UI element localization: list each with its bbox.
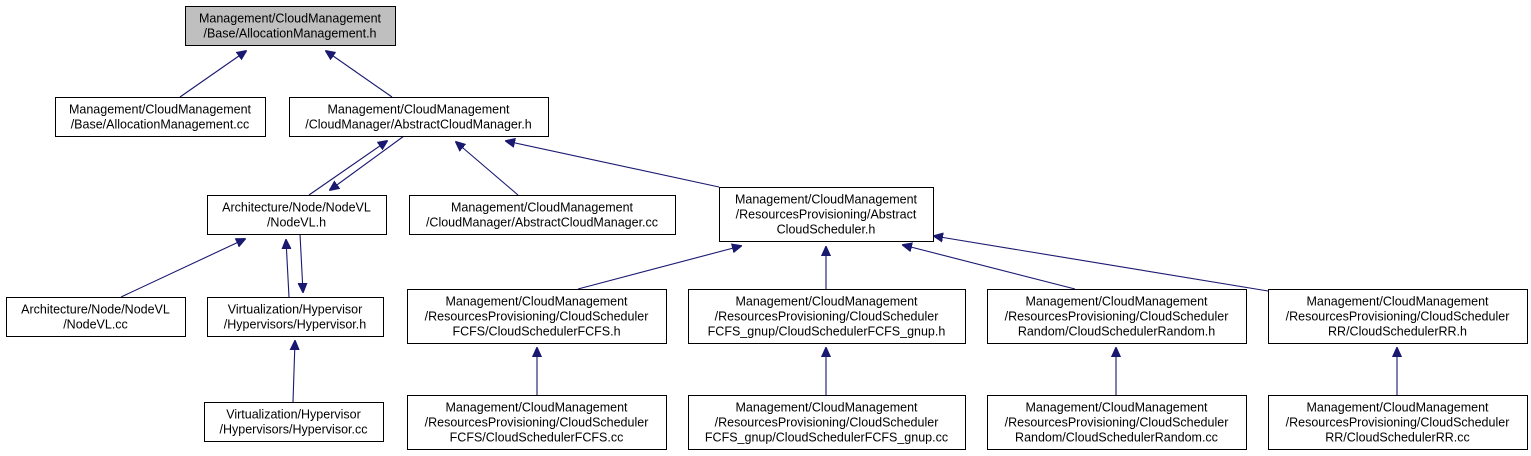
node-label-line: /Hypervisors/Hypervisor.h (224, 318, 366, 332)
edge-alloc_cc-to-alloc_h (179, 51, 246, 98)
node-box (207, 195, 387, 235)
node-label-line: CloudScheduler.h (777, 223, 876, 237)
node-label-line: FCFS_gnup/CloudSchedulerFCFS_gnup.cc (705, 431, 948, 445)
node-label-line: /ResourcesProvisioning/CloudScheduler (1005, 310, 1229, 324)
node-box (204, 402, 384, 442)
edge-nodevl_h-to-abs_cm_h (308, 141, 387, 196)
node-label-line: /CloudManager/AbstractCloudManager.h (305, 118, 532, 132)
node-box (1268, 289, 1528, 344)
node-gnup-cc[interactable]: Management/CloudManagement/ResourcesProv… (688, 395, 966, 450)
node-box (688, 289, 966, 344)
node-fcfs-cc[interactable]: Management/CloudManagement/ResourcesProv… (407, 395, 667, 450)
node-fcfs-h[interactable]: Management/CloudManagement/ResourcesProv… (407, 289, 667, 344)
node-nodevl-h[interactable]: Architecture/Node/NodeVL/NodeVL.h (207, 195, 387, 235)
node-label-line: Virtualization/Hypervisor (226, 408, 361, 422)
node-label-line: FCFS_gnup/CloudSchedulerFCFS_gnup.h (708, 325, 946, 339)
edge-hyp_h-to-nodevl_h (286, 240, 289, 298)
node-box (719, 187, 934, 242)
node-label-line: FCFS/CloudSchedulerFCFS.cc (450, 431, 624, 445)
node-box (407, 289, 667, 344)
edge-random_h-to-abs_cs_h (903, 245, 1076, 290)
node-label-line: /NodeVL.cc (63, 318, 128, 332)
node-label-line: Management/CloudManagement (445, 401, 628, 415)
node-hyp-h[interactable]: Virtualization/Hypervisor/Hypervisors/Hy… (207, 297, 384, 337)
node-label-line: Management/CloudManagement (1025, 401, 1208, 415)
node-label-line: Management/CloudManagement (199, 12, 382, 26)
node-box (407, 395, 667, 450)
node-alloc-cc[interactable]: Management/CloudManagement/Base/Allocati… (55, 97, 266, 137)
node-nodevl-cc[interactable]: Architecture/Node/NodeVL/NodeVL.cc (6, 297, 186, 337)
node-label-line: Virtualization/Hypervisor (228, 303, 363, 317)
node-label-line: RR/CloudSchedulerRR.cc (1325, 431, 1470, 445)
node-abs-cs-h[interactable]: Management/CloudManagement/ResourcesProv… (719, 187, 934, 242)
node-random-h[interactable]: Management/CloudManagement/ResourcesProv… (987, 289, 1247, 344)
node-hyp-cc[interactable]: Virtualization/Hypervisor/Hypervisors/Hy… (204, 402, 384, 442)
node-label-line: /Hypervisors/Hypervisor.cc (220, 423, 368, 437)
node-label-line: Management/CloudManagement (327, 103, 510, 117)
edge-abs_cm_h-to-alloc_h (326, 51, 393, 98)
node-label-line: /NodeVL.h (267, 216, 326, 230)
node-label-line: /CloudManager/AbstractCloudManager.cc (426, 216, 658, 230)
node-label-line: /ResourcesProvisioning/Abstract (736, 208, 917, 222)
node-label-line: /ResourcesProvisioning/CloudScheduler (1286, 416, 1510, 430)
node-rr-cc[interactable]: Management/CloudManagement/ResourcesProv… (1268, 395, 1528, 450)
nodes-layer: Management/CloudManagement/Base/Allocati… (6, 6, 1528, 450)
node-abs-cm-cc[interactable]: Management/CloudManagement/CloudManager/… (409, 195, 676, 235)
node-box (207, 297, 384, 337)
node-label-line: /ResourcesProvisioning/CloudScheduler (1005, 416, 1229, 430)
node-label-line: Random/CloudSchedulerRandom.h (1018, 325, 1215, 339)
node-box (688, 395, 966, 450)
node-label-line: /Base/AllocationManagement.h (203, 27, 376, 41)
node-label-line: /ResourcesProvisioning/CloudScheduler (425, 310, 649, 324)
node-label-line: Management/CloudManagement (1025, 295, 1208, 309)
edge-nodevl_cc-to-nodevl_h (120, 239, 245, 298)
node-label-line: Architecture/Node/NodeVL (21, 303, 170, 317)
node-box (289, 97, 549, 137)
node-box (6, 297, 186, 337)
node-label-line: Management/CloudManagement (1306, 295, 1489, 309)
node-gnup-h[interactable]: Management/CloudManagement/ResourcesProv… (688, 289, 966, 344)
node-label-line: Management/CloudManagement (451, 201, 634, 215)
node-label-line: Management/CloudManagement (445, 295, 628, 309)
edges-layer (120, 51, 1397, 403)
node-box (185, 6, 396, 46)
node-random-cc[interactable]: Management/CloudManagement/ResourcesProv… (987, 395, 1247, 450)
node-box (1268, 395, 1528, 450)
edge-abs_cm_cc-to-abs_cm_h (456, 142, 519, 196)
node-box (987, 395, 1247, 450)
node-label-line: RR/CloudSchedulerRR.h (1328, 325, 1467, 339)
node-label-line: /Base/AllocationManagement.cc (71, 118, 250, 132)
node-label-line: Management/CloudManagement (735, 401, 918, 415)
node-box (987, 289, 1247, 344)
edge-hyp_cc-to-hyp_h (293, 341, 295, 403)
node-label-line: /ResourcesProvisioning/CloudScheduler (1286, 310, 1510, 324)
edge-rr_h-to-abs_cs_h (934, 236, 1269, 292)
node-label-line: Management/CloudManagement (1306, 401, 1489, 415)
node-label-line: FCFS/CloudSchedulerFCFS.h (452, 325, 620, 339)
node-label-line: /ResourcesProvisioning/CloudScheduler (425, 416, 649, 430)
node-alloc-h[interactable]: Management/CloudManagement/Base/Allocati… (185, 6, 396, 46)
edge-abs_cs_h-to-abs_cm_h (506, 141, 720, 188)
node-label-line: /ResourcesProvisioning/CloudScheduler (715, 416, 939, 430)
node-box (55, 97, 266, 137)
edge-abs_cm_h-to-nodevl_h (330, 135, 405, 190)
node-label-line: /ResourcesProvisioning/CloudScheduler (715, 310, 939, 324)
node-label-line: Management/CloudManagement (69, 103, 252, 117)
node-rr-h[interactable]: Management/CloudManagement/ResourcesProv… (1268, 289, 1528, 344)
node-label-line: Management/CloudManagement (735, 295, 918, 309)
node-label-line: Architecture/Node/NodeVL (222, 201, 371, 215)
edge-fcfs_h-to-abs_cs_h (577, 246, 741, 290)
node-label-line: Management/CloudManagement (735, 193, 918, 207)
node-label-line: Random/CloudSchedulerRandom.cc (1015, 431, 1218, 445)
edge-nodevl_h-to-hyp_h (300, 233, 303, 292)
node-box (409, 195, 676, 235)
node-abs-cm-h[interactable]: Management/CloudManagement/CloudManager/… (289, 97, 549, 137)
